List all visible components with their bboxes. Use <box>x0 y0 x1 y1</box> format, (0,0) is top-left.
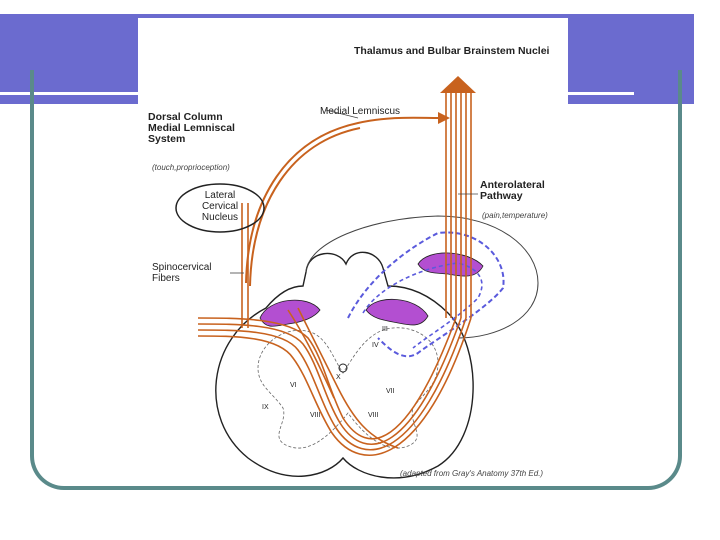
lamina-label: IX <box>262 404 269 411</box>
label-anterolateral: Anterolateral Pathway <box>480 179 545 202</box>
label-dorsal-column-note: (touch,proprioception) <box>152 163 230 172</box>
label-credit: (adapted from Gray's Anatomy 37th Ed.) <box>400 469 544 478</box>
substantia-gelatinosa-right <box>365 299 429 326</box>
lamina-label: III <box>382 326 388 333</box>
spinal-cord-diagram <box>175 76 539 479</box>
dorsal-root-fibers <box>197 307 472 456</box>
lamina-label: VIII <box>368 412 379 419</box>
dorsal-column-tract <box>245 116 439 287</box>
label-anterolateral-note: (pain,temperature) <box>482 211 548 220</box>
dorsal-arrowhead <box>438 112 450 124</box>
label-lateral-cervical: Lateral Cervical Nucleus <box>201 190 239 223</box>
label-spinocervical: Spinocervical Fibers <box>152 262 212 284</box>
leader-medial-lemniscus <box>325 109 359 119</box>
content-frame <box>30 70 682 490</box>
label-dorsal-column: Dorsal Column Medial Lemniscal System <box>148 111 235 145</box>
cord-outline <box>215 251 474 479</box>
label-thalamus: Thalamus and Bulbar Brainstem Nuclei <box>354 45 550 57</box>
upper-cord-outline <box>305 215 539 339</box>
lateral-cervical-nucleus-outline <box>175 183 265 233</box>
lamina-label: X <box>336 374 341 381</box>
anterolateral-tract <box>445 86 472 318</box>
label-medial-lemniscus: Medial Lemniscus <box>320 106 401 117</box>
projection-loop-right <box>347 231 505 358</box>
lamina-label: VII <box>386 388 395 395</box>
lamina-label: VI <box>290 382 297 389</box>
lamina-label: IV <box>372 342 379 349</box>
spinal-pathways-figure: Thalamus and Bulbar Brainstem Nuclei Med… <box>138 18 568 484</box>
projection-loop-inner <box>362 262 483 349</box>
lamina-label: VIII <box>310 412 321 419</box>
gray-matter <box>257 327 439 449</box>
thalamus-arrowhead <box>440 76 476 93</box>
central-canal <box>338 363 348 373</box>
spinocervical-tract <box>241 203 249 328</box>
